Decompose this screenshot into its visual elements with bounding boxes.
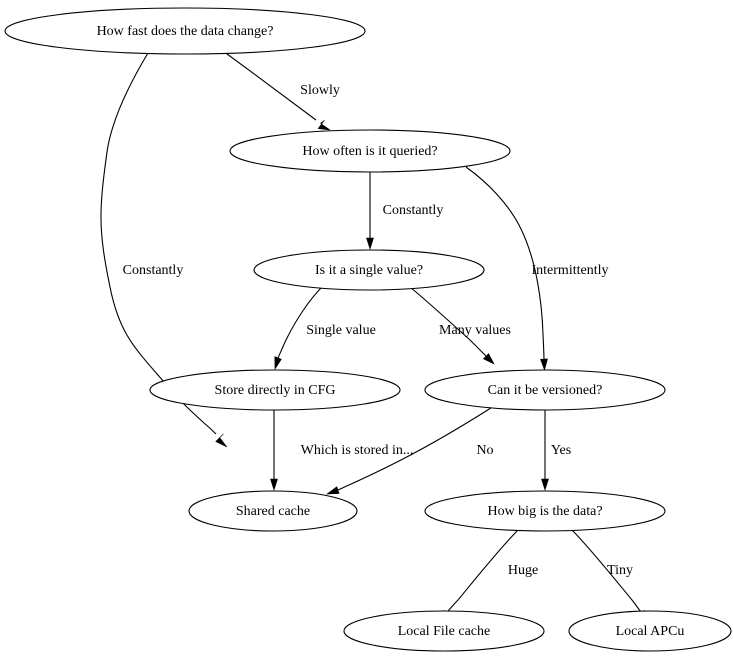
node-how-fast-does-the-data-change[interactable]: How fast does the data change? <box>4 7 366 55</box>
node-label: How often is it queried? <box>302 144 437 159</box>
node-shape[interactable] <box>253 249 485 291</box>
edge-store-cfg-to-shared-cache: Which is stored in... <box>270 410 414 491</box>
node-shape[interactable] <box>4 7 366 55</box>
edge-label-many-values: Many values <box>439 323 511 338</box>
node-can-it-be-versioned[interactable]: Can it be versioned? <box>424 369 666 411</box>
node-label: Local APCu <box>616 624 685 639</box>
edge-label-yes: Yes <box>551 443 571 458</box>
edge-path <box>222 50 317 121</box>
node-shape[interactable] <box>229 129 511 173</box>
edge-single-value-to-store-cfg: Single value <box>274 286 376 370</box>
edge-label-single-value: Single value <box>306 323 376 338</box>
node-label: How big is the data? <box>487 504 602 519</box>
edge-how-fast-to-shared-cache: Constantly <box>100 52 228 448</box>
node-label: Can it be versioned? <box>488 383 603 398</box>
edge-label-slowly: Slowly <box>300 83 340 98</box>
node-shape[interactable] <box>149 369 401 411</box>
node-shared-cache[interactable]: Shared cache <box>188 490 358 532</box>
edge-how-often-to-can-be-versioned: Intermittently <box>465 166 609 371</box>
edge-how-often-to-single-value: Constantly <box>366 172 444 250</box>
node-label: Store directly in CFG <box>215 383 336 398</box>
edge-how-big-to-local-file-cache: Huge <box>441 528 538 623</box>
node-shape[interactable] <box>568 610 732 652</box>
node-how-big-is-the-data[interactable]: How big is the data? <box>424 490 666 532</box>
nodes-layer: How fast does the data change? How often… <box>4 7 732 652</box>
arrowhead-icon <box>366 237 374 250</box>
edge-single-value-to-can-be-versioned: Many values <box>409 286 511 365</box>
edge-label-intermittently: Intermittently <box>532 263 609 278</box>
edge-how-big-to-local-apcu: Tiny <box>570 528 647 623</box>
arrowhead-icon <box>270 478 278 491</box>
node-local-apcu[interactable]: Local APCu <box>568 610 732 652</box>
edge-how-fast-to-how-often: Slowly <box>222 50 340 131</box>
edge-path <box>100 52 217 435</box>
edge-label-tiny: Tiny <box>607 563 633 578</box>
node-is-it-a-single-value[interactable]: Is it a single value? <box>253 249 485 291</box>
node-shape[interactable] <box>424 490 666 532</box>
edge-label-which-is-stored-in: Which is stored in... <box>301 443 414 458</box>
node-store-directly-in-cfg[interactable]: Store directly in CFG <box>149 369 401 411</box>
edge-label-huge: Huge <box>508 563 538 578</box>
arrowhead-icon <box>541 478 549 491</box>
arrowhead-icon <box>274 356 282 370</box>
arrowhead-icon <box>317 119 331 131</box>
node-label: How fast does the data change? <box>97 24 274 39</box>
edge-path <box>570 528 642 613</box>
edge-label-constantly-mid: Constantly <box>383 203 444 218</box>
edges-layer: Slowly Constantly Constantly Intermitten… <box>100 50 647 623</box>
edge-label-no: No <box>476 443 493 458</box>
node-how-often-is-it-queried[interactable]: How often is it queried? <box>229 129 511 173</box>
edge-path <box>337 405 495 491</box>
edge-path <box>446 528 520 613</box>
node-local-file-cache[interactable]: Local File cache <box>343 610 545 652</box>
node-shape[interactable] <box>424 369 666 411</box>
edge-can-be-versioned-to-how-big: Yes <box>541 410 571 491</box>
arrowhead-icon <box>482 353 495 365</box>
edge-path <box>277 286 323 359</box>
edge-can-be-versioned-to-shared-cache: No <box>326 405 495 495</box>
node-shape[interactable] <box>188 490 358 532</box>
edge-path <box>409 286 487 357</box>
arrowhead-icon <box>326 486 340 495</box>
node-shape[interactable] <box>343 610 545 652</box>
node-label: Local File cache <box>398 624 491 639</box>
node-label: Is it a single value? <box>315 263 423 278</box>
edge-label-constantly-left: Constantly <box>123 263 184 278</box>
arrowhead-icon <box>540 358 548 371</box>
edge-path <box>465 166 545 360</box>
node-label: Shared cache <box>236 504 310 519</box>
arrowhead-icon <box>215 433 228 448</box>
